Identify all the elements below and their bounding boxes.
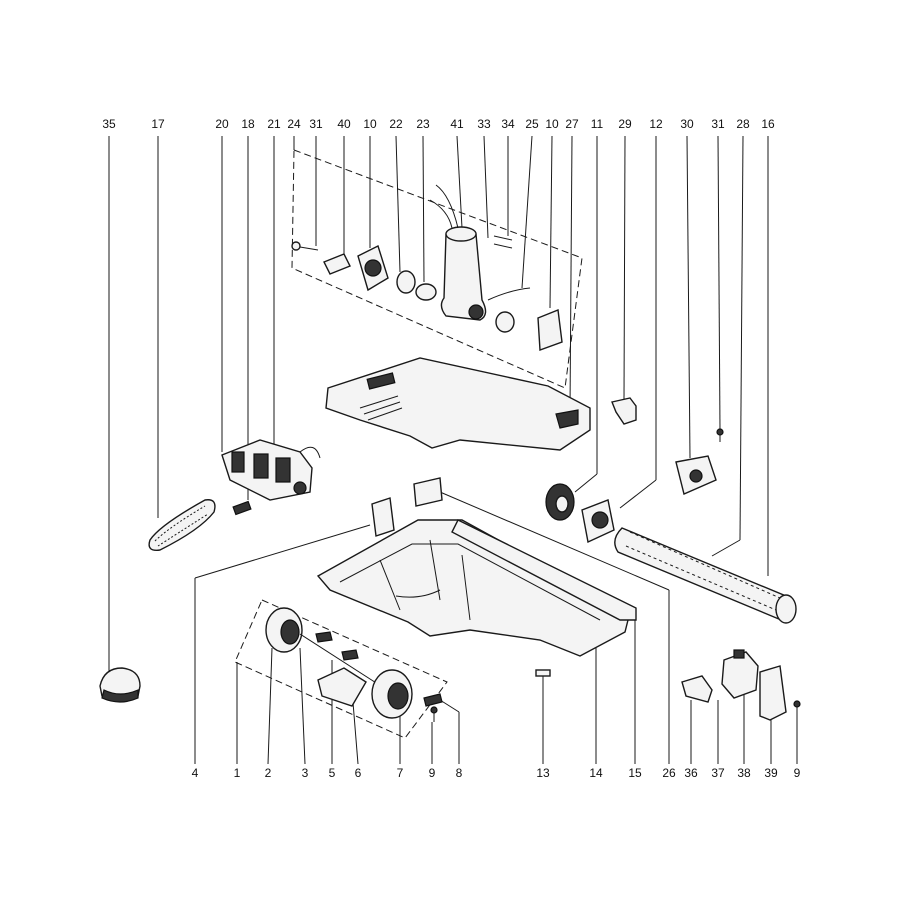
coupling-part <box>415 283 437 301</box>
bottom-leader-lines <box>194 491 798 765</box>
part-label-26: 26 <box>662 766 676 780</box>
part-label-41: 41 <box>450 117 464 131</box>
part-label-10b: 10 <box>545 117 559 131</box>
part-label-31: 31 <box>309 117 323 131</box>
part-label-3: 3 <box>302 766 309 780</box>
part-label-15: 15 <box>628 766 642 780</box>
end-bearing-part <box>581 499 615 544</box>
small-plate-part <box>323 253 351 275</box>
drive-belt-part <box>148 499 216 551</box>
part-label-34: 34 <box>501 117 515 131</box>
part-label-18: 18 <box>241 117 255 131</box>
part-label-39: 39 <box>764 766 778 780</box>
knob-part <box>99 667 141 703</box>
wheel-assembly-part <box>265 607 413 719</box>
bottom-label-row: 4 1 2 3 5 6 7 9 8 13 14 15 26 36 37 38 3… <box>192 766 801 780</box>
part-label-2: 2 <box>265 766 272 780</box>
part-label-30: 30 <box>680 117 694 131</box>
mount-plate-part <box>537 309 563 351</box>
part-label-23: 23 <box>416 117 430 131</box>
pedal-part <box>721 649 759 699</box>
part-label-9b: 9 <box>794 766 801 780</box>
small-screw-part <box>716 428 724 442</box>
part-label-36: 36 <box>684 766 698 780</box>
hose-neck-part <box>429 184 531 321</box>
part-label-9: 9 <box>429 766 436 780</box>
bolt-part <box>535 669 551 702</box>
part-label-7: 7 <box>397 766 404 780</box>
hinge-part <box>413 477 443 507</box>
part-label-35: 35 <box>102 117 116 131</box>
bracket-part <box>611 397 637 425</box>
ring-part <box>396 270 416 294</box>
part-label-16: 16 <box>761 117 775 131</box>
screw-right-part <box>793 700 801 716</box>
top-leader-lines <box>108 135 769 672</box>
part-label-38: 38 <box>737 766 751 780</box>
seal-ring-part <box>495 311 515 333</box>
part-label-24: 24 <box>287 117 301 131</box>
motor-part <box>221 439 321 501</box>
screw-part <box>291 241 319 251</box>
pins-part <box>493 235 513 249</box>
part-label-1: 1 <box>234 766 241 780</box>
latch-part <box>681 675 713 703</box>
part-label-27: 27 <box>565 117 579 131</box>
part-label-6: 6 <box>355 766 362 780</box>
spring-plate-part <box>759 665 787 721</box>
part-label-13: 13 <box>536 766 550 780</box>
top-cover-part <box>325 357 591 451</box>
part-label-5: 5 <box>329 766 336 780</box>
part-label-8: 8 <box>456 766 463 780</box>
part-label-33: 33 <box>477 117 491 131</box>
carbon-brush-part <box>232 500 252 516</box>
part-label-22: 22 <box>389 117 403 131</box>
switch-block-part <box>371 497 395 537</box>
part-label-40: 40 <box>337 117 351 131</box>
brush-roller-part <box>614 527 797 624</box>
top-label-row: 35 17 20 18 21 24 31 40 10 22 23 41 33 3… <box>102 117 775 131</box>
upper-assembly-outline <box>291 149 583 389</box>
part-label-25: 25 <box>525 117 539 131</box>
end-cap-part <box>675 455 717 495</box>
part-label-29: 29 <box>618 117 632 131</box>
part-label-11: 11 <box>591 117 604 131</box>
pulley-gear-part <box>545 483 575 521</box>
part-label-14: 14 <box>589 766 603 780</box>
part-label-17: 17 <box>151 117 165 131</box>
wheel-assembly-outline <box>234 599 448 739</box>
screw-small-part <box>430 706 438 722</box>
part-label-31b: 31 <box>711 117 725 131</box>
part-label-21: 21 <box>267 117 281 131</box>
part-label-37: 37 <box>711 766 725 780</box>
part-label-20: 20 <box>215 117 229 131</box>
part-label-28: 28 <box>736 117 750 131</box>
clip-part <box>423 693 443 707</box>
base-pan-part <box>316 519 637 657</box>
part-label-4: 4 <box>192 766 199 780</box>
part-label-12: 12 <box>649 117 663 131</box>
bearing-housing-part <box>357 245 389 292</box>
part-label-10: 10 <box>363 117 377 131</box>
